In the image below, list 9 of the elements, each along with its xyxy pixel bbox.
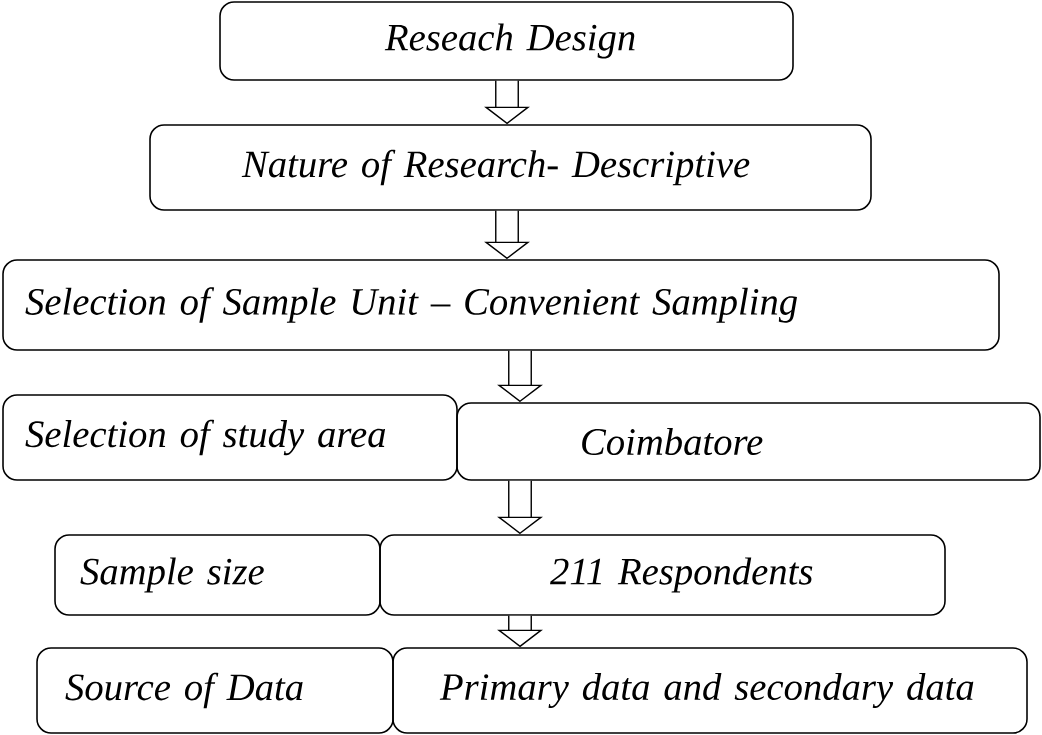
process-box: Primary data and secondary data (392, 647, 1028, 734)
process-box: Nature of Research- Descriptive (149, 124, 872, 211)
process-box: Sample size (54, 534, 381, 616)
process-box: Source of Data (36, 647, 394, 734)
process-box: 211 Respondents (379, 534, 946, 616)
process-box: Selection of study area (2, 394, 458, 481)
process-box: Reseach Design (219, 1, 794, 81)
process-box: Selection of Sample Unit – Convenient Sampling (2, 259, 1000, 351)
process-box: Coimbatore (456, 402, 1041, 481)
